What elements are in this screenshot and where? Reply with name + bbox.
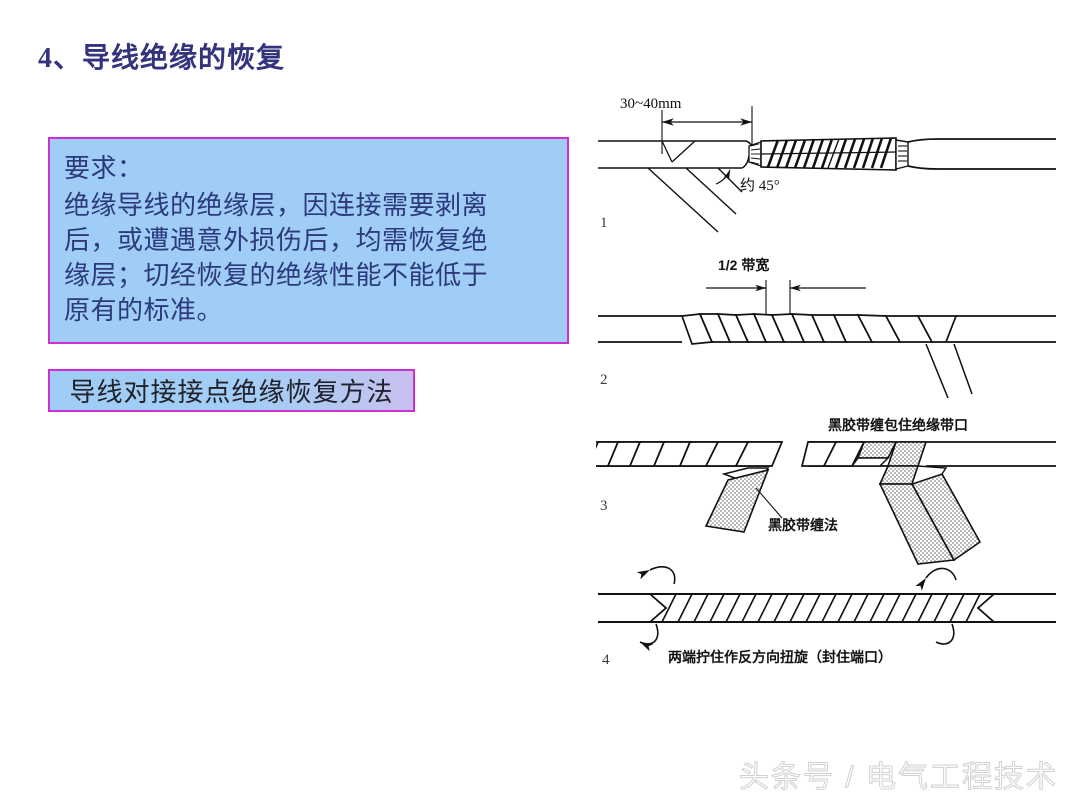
insulation-restore-diagram: 30~40mm 约 45° [596,84,1058,664]
requirement-line-3: 缘层；切经恢复的绝缘性能不能低于 [64,261,489,290]
method-label-box: 导线对接接点绝缘恢复方法 [48,369,415,412]
requirement-line-2: 后，或遭遇意外损伤后，均需恢复绝 [64,226,489,255]
panel-3-top-label: 黑胶带缠包住绝缘带口 [828,417,968,433]
panel-1-number: 1 [600,215,608,231]
panel-1-stripped-and-twisted-wire: 30~40mm 约 45° [598,96,1056,233]
requirement-callout-box: 要求： 绝缘导线的绝缘层，因连接需要剥离 后，或遭遇意外损伤后，均需恢复绝 缘层… [48,137,569,344]
requirement-line-1: 绝缘导线的绝缘层，因连接需要剥离 [64,191,489,220]
panel-1-dimension-label: 30~40mm [620,96,682,112]
panel-3-number: 3 [600,498,608,514]
panel-4-twist-both-ends: 两端拧住作反方向扭旋（封住端口） 4 [598,566,1056,664]
panel-3-bottom-label: 黑胶带缠法 [768,517,838,533]
panel-2-width-label: 1/2 带宽 [718,257,769,273]
requirement-line-4: 原有的标准。 [64,296,224,325]
requirement-heading: 要求： [64,154,144,183]
panel-4-label: 两端拧住作反方向扭旋（封住端口） [668,649,892,664]
panel-2-number: 2 [600,372,608,388]
watermark: 头条号 / 电气工程技术 [738,761,1058,795]
panel-3-black-tape-wrapping: 黑胶带缠包住绝缘带口 黑胶带缠法 [596,417,1056,565]
panel-2-half-width-tape-overlap: 1/2 带宽 2 [598,257,1056,399]
panel-1-angle-label: 约 45° [740,177,780,194]
method-label-text: 导线对接接点绝缘恢复方法 [69,378,394,407]
panel-4-number: 4 [602,652,610,664]
page-title: 4、导线绝缘的恢复 [38,43,286,74]
